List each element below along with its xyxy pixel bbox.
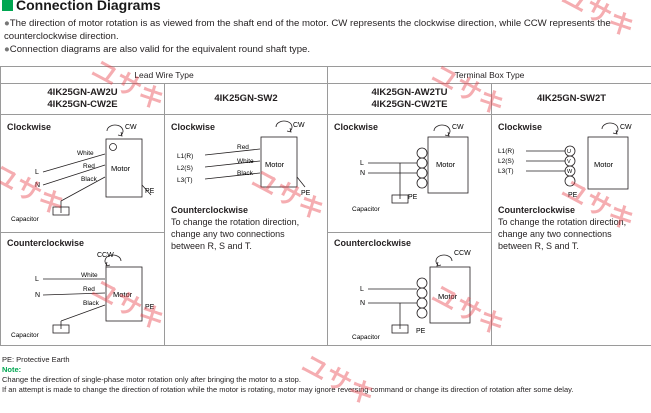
svg-text:CW: CW — [293, 122, 305, 129]
diagram-terminal-box-single-cw: Clockwise CW Motor PE L N Capacitor — [327, 114, 493, 233]
pe-note: PE: Protective Earth — [2, 355, 70, 364]
svg-text:White: White — [237, 158, 254, 165]
note-line-1: Change the direction of single-phase mot… — [2, 375, 301, 384]
svg-text:Capacitor: Capacitor — [11, 332, 40, 339]
svg-text:Red: Red — [83, 286, 95, 293]
note-label: Note: — [2, 365, 22, 374]
svg-text:CW: CW — [620, 124, 632, 131]
black-label: Black — [81, 176, 98, 183]
svg-text:PE: PE — [145, 304, 155, 311]
svg-text:N: N — [35, 292, 40, 299]
white-label: White — [77, 150, 94, 157]
bullet-icon: ● — [4, 44, 10, 55]
svg-text:CCW: CCW — [454, 250, 471, 257]
intro-text: ●The direction of motor rotation is as v… — [4, 17, 649, 56]
svg-text:N: N — [360, 300, 365, 307]
red-label: Red — [83, 163, 95, 170]
svg-text:V: V — [567, 159, 571, 165]
svg-text:L1(R): L1(R) — [498, 148, 514, 155]
svg-text:W: W — [567, 169, 573, 175]
diagram-lead-wire-three-phase: Clockwise CW Motor PE Red White Black L1… — [163, 114, 329, 346]
svg-text:Red: Red — [237, 144, 249, 151]
footer-notes: PE: Protective Earth Note: Change the di… — [2, 355, 651, 395]
ccw-change-note: To change the rotation direction,change … — [498, 217, 627, 251]
diagram-terminal-box-single-ccw: Counterclockwise CCW Motor PE L N Capaci… — [327, 232, 493, 346]
svg-text:L: L — [35, 276, 39, 283]
note-line-2: If an attempt is made to change the dire… — [2, 385, 574, 394]
svg-text:L1(R): L1(R) — [177, 153, 193, 160]
wiring-diagram: CCW Motor PE White Red Black L N Capacit… — [11, 252, 155, 339]
svg-text:Motor: Motor — [438, 292, 458, 301]
svg-text:L2(S): L2(S) — [177, 165, 193, 172]
section-marker-icon — [2, 0, 13, 11]
section-title-text: Connection Diagrams — [16, 0, 161, 13]
wiring-diagram: CW Motor PE L N Capacitor — [352, 124, 469, 213]
clockwise-label: Clockwise — [7, 122, 52, 132]
svg-text:Motor: Motor — [594, 160, 614, 169]
svg-text:U: U — [567, 149, 571, 155]
svg-text:L2(S): L2(S) — [498, 158, 514, 165]
diagram-terminal-box-three-phase: Clockwise CW Motor PE U V W L1(R) L2(S) … — [491, 114, 651, 346]
diagram-lead-wire-single-cw: Clockwise CW Motor PE White Red Black L … — [0, 114, 165, 233]
svg-text:CCW: CCW — [97, 252, 114, 259]
diagram-lead-wire-single-ccw: Counterclockwise CCW Motor PE White Red … — [0, 232, 165, 346]
svg-text:PE: PE — [416, 328, 426, 335]
terminal-box-type-header: Terminal Box Type — [327, 66, 651, 84]
ccw-change-note: To change the rotation direction,change … — [171, 217, 300, 251]
svg-text:L3(T): L3(T) — [177, 177, 193, 184]
connection-diagram-table: Lead Wire Type Terminal Box Type 4IK25GN… — [0, 66, 651, 346]
section-title: Connection Diagrams — [2, 0, 161, 13]
motor-label: Motor — [111, 164, 131, 173]
svg-text:PE: PE — [301, 190, 311, 197]
svg-text:PE: PE — [568, 192, 578, 199]
counterclockwise-heading: Counterclockwise — [171, 205, 249, 215]
svg-text:Capacitor: Capacitor — [352, 206, 381, 213]
wiring-diagram: CW Motor PE U V W L1(R) L2(S) L3(T) — [498, 122, 632, 199]
intro-line-1: ●The direction of motor rotation is as v… — [4, 18, 611, 42]
svg-text:Black: Black — [83, 300, 100, 307]
svg-text:Motor: Motor — [265, 160, 285, 169]
l-terminal-label: L — [35, 169, 39, 176]
svg-text:Black: Black — [237, 170, 254, 177]
bullet-icon: ● — [4, 18, 10, 29]
svg-text:Capacitor: Capacitor — [352, 334, 381, 341]
svg-text:CW: CW — [452, 124, 464, 131]
n-terminal-label: N — [35, 182, 40, 189]
capacitor-label: Capacitor — [11, 216, 40, 223]
model-header-4: 4IK25GN-SW2T — [491, 83, 651, 115]
svg-text:L: L — [360, 160, 364, 167]
wiring-diagram: CW Motor PE White Red Black L N Capacito… — [11, 124, 155, 223]
svg-text:PE: PE — [408, 194, 418, 201]
clockwise-label: Clockwise — [171, 122, 216, 132]
svg-text:Motor: Motor — [436, 160, 456, 169]
intro-line-2: ●Connection diagrams are also valid for … — [4, 44, 311, 55]
svg-text:L: L — [360, 286, 364, 293]
pe-label: PE — [145, 188, 155, 195]
wiring-diagram: CW Motor PE Red White Black L1(R) L2(S) … — [177, 120, 311, 197]
model-header-2: 4IK25GN-SW2 — [163, 83, 329, 115]
svg-text:N: N — [360, 170, 365, 177]
cw-label: CW — [125, 124, 137, 131]
wiring-diagram: CCW Motor PE L N Capacitor — [352, 250, 471, 341]
svg-text:White: White — [81, 272, 98, 279]
svg-text:Motor: Motor — [113, 290, 133, 299]
svg-text:L3(T): L3(T) — [498, 168, 514, 175]
lead-wire-type-header: Lead Wire Type — [0, 66, 329, 84]
